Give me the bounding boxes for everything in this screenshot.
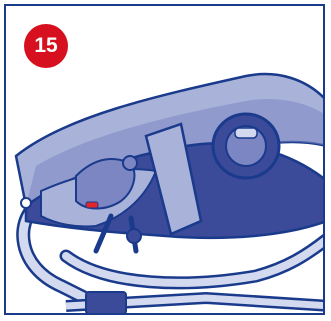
frame-clip — [86, 292, 126, 314]
instruction-frame: 15 — [4, 4, 325, 315]
step-number: 15 — [34, 34, 57, 58]
frame-hook — [21, 198, 31, 208]
buckle-release-button — [235, 128, 257, 138]
step-number-badge: 15 — [24, 24, 68, 68]
pivot-knob — [127, 229, 141, 243]
toy-bird-head — [123, 156, 137, 170]
red-indicator — [86, 202, 98, 208]
